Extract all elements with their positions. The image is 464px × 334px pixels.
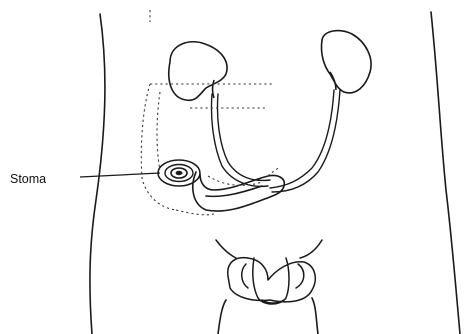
stoma [158, 160, 200, 186]
ureter-left [211, 94, 270, 186]
torso-outline [90, 12, 460, 334]
kidney-left [169, 42, 227, 101]
genitals-outline [216, 240, 322, 304]
dotted-guides [141, 10, 278, 215]
kidney-right [321, 31, 371, 93]
stoma-label: Stoma [10, 172, 46, 186]
stoma-callout: Stoma [10, 172, 160, 186]
ileal-conduit [193, 172, 284, 211]
stoma-leader-line [80, 173, 160, 177]
